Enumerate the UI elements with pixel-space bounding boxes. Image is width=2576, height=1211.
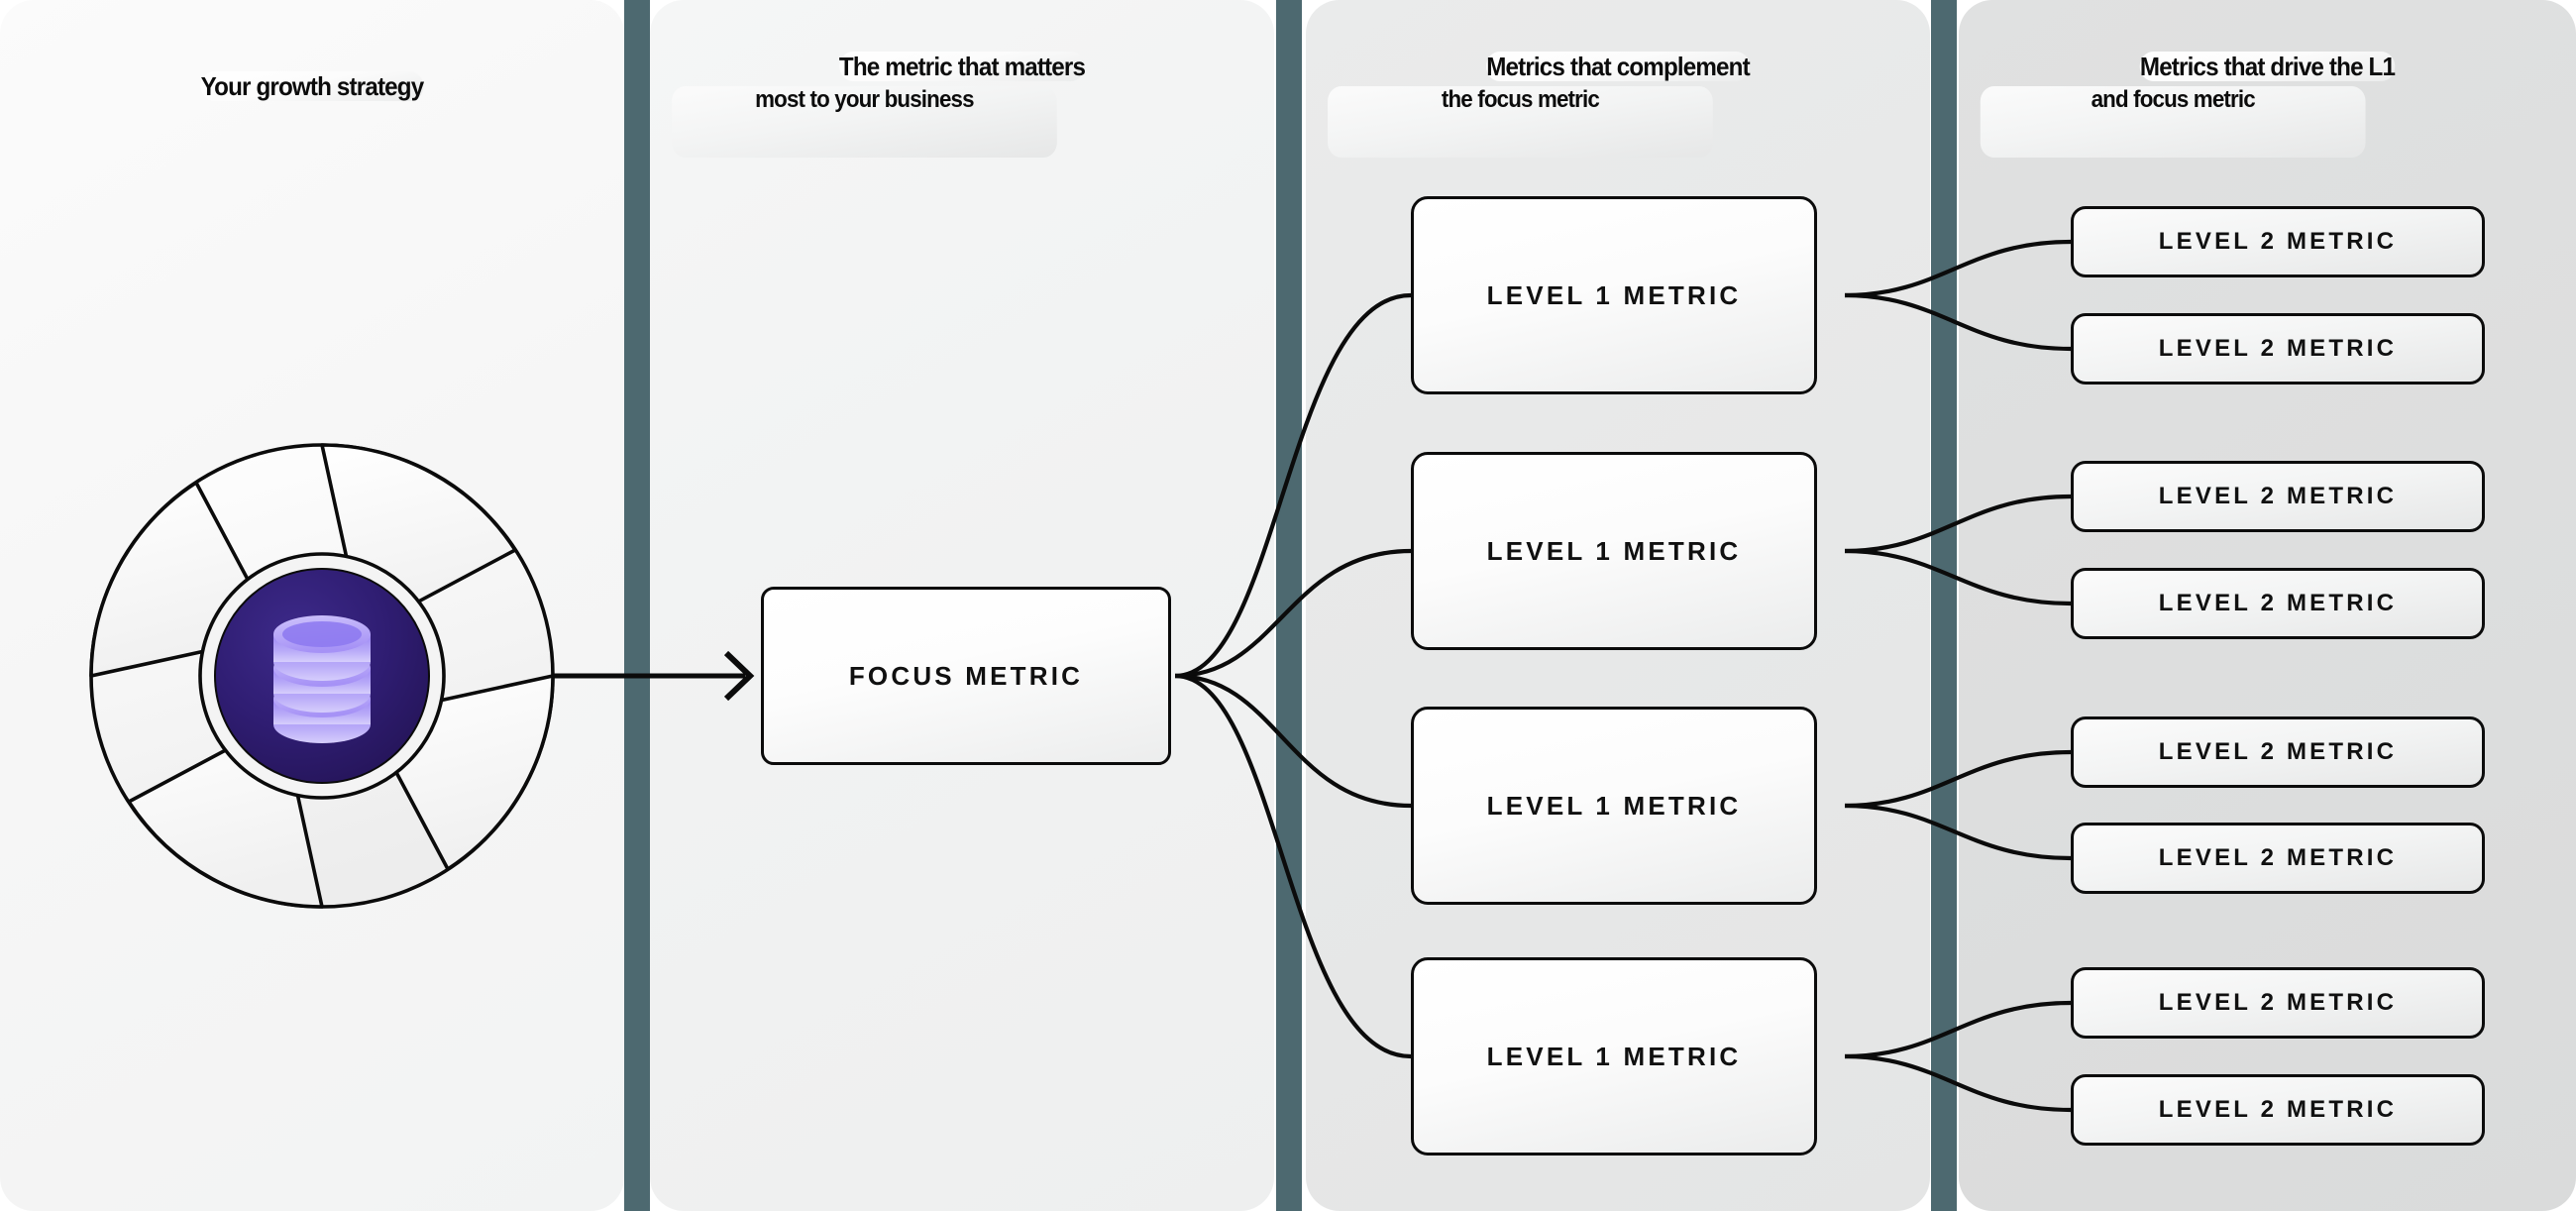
panel-growth-strategy [0, 0, 624, 1211]
node-label: LEVEL 1 METRIC [1486, 1041, 1742, 1071]
node-focus-metric[interactable]: FOCUS METRIC [761, 587, 1171, 765]
node-level-2-metric-1[interactable]: LEVEL 2 METRIC [2071, 206, 2485, 277]
column-divider-2 [1276, 0, 1302, 1211]
node-label: LEVEL 2 METRIC [2158, 1096, 2398, 1123]
column-divider-1 [624, 0, 650, 1211]
node-level-2-metric-4[interactable]: LEVEL 2 METRIC [2071, 568, 2485, 639]
node-label: LEVEL 1 METRIC [1486, 535, 1742, 566]
column-title-line-2: and focus metric [1980, 85, 2366, 158]
node-level-2-metric-3[interactable]: LEVEL 2 METRIC [2071, 461, 2485, 532]
column-title-line-1: Metrics that drive the L1 [2139, 52, 2396, 81]
column-title-level-1-metrics: Metrics that complement the focus metric [1328, 38, 1908, 158]
node-label: LEVEL 2 METRIC [2158, 228, 2398, 255]
column-title-line-1: Metrics that complement [1486, 52, 1751, 81]
node-level-1-metric-3[interactable]: LEVEL 1 METRIC [1411, 707, 1817, 905]
node-level-2-metric-8[interactable]: LEVEL 2 METRIC [2071, 1074, 2485, 1146]
node-label: FOCUS METRIC [848, 660, 1084, 691]
node-label: LEVEL 2 METRIC [2158, 738, 2398, 765]
column-title-growth-strategy: Your growth strategy [22, 57, 602, 106]
column-title-level-2-metrics: Metrics that drive the L1 and focus metr… [1980, 38, 2554, 158]
node-level-2-metric-5[interactable]: LEVEL 2 METRIC [2071, 716, 2485, 788]
node-level-1-metric-2[interactable]: LEVEL 1 METRIC [1411, 452, 1817, 650]
node-level-1-metric-1[interactable]: LEVEL 1 METRIC [1411, 196, 1817, 394]
column-title-line-1: The metric that matters [838, 52, 1086, 81]
node-level-2-metric-6[interactable]: LEVEL 2 METRIC [2071, 823, 2485, 894]
column-title-line-2: most to your business [672, 85, 1057, 158]
node-label: LEVEL 2 METRIC [2158, 844, 2398, 871]
node-label: LEVEL 2 METRIC [2158, 590, 2398, 616]
node-level-2-metric-7[interactable]: LEVEL 2 METRIC [2071, 967, 2485, 1039]
node-level-1-metric-4[interactable]: LEVEL 1 METRIC [1411, 957, 1817, 1156]
node-label: LEVEL 2 METRIC [2158, 335, 2398, 362]
node-label: LEVEL 1 METRIC [1486, 279, 1742, 310]
node-label: LEVEL 1 METRIC [1486, 790, 1742, 821]
column-title-line-1: Your growth strategy [200, 71, 424, 101]
node-label: LEVEL 2 METRIC [2158, 483, 2398, 509]
column-title-focus-metric: The metric that matters most to your bus… [672, 38, 1252, 158]
column-divider-3 [1931, 0, 1957, 1211]
column-title-line-2: the focus metric [1328, 85, 1713, 158]
node-label: LEVEL 2 METRIC [2158, 989, 2398, 1016]
node-level-2-metric-2[interactable]: LEVEL 2 METRIC [2071, 313, 2485, 385]
